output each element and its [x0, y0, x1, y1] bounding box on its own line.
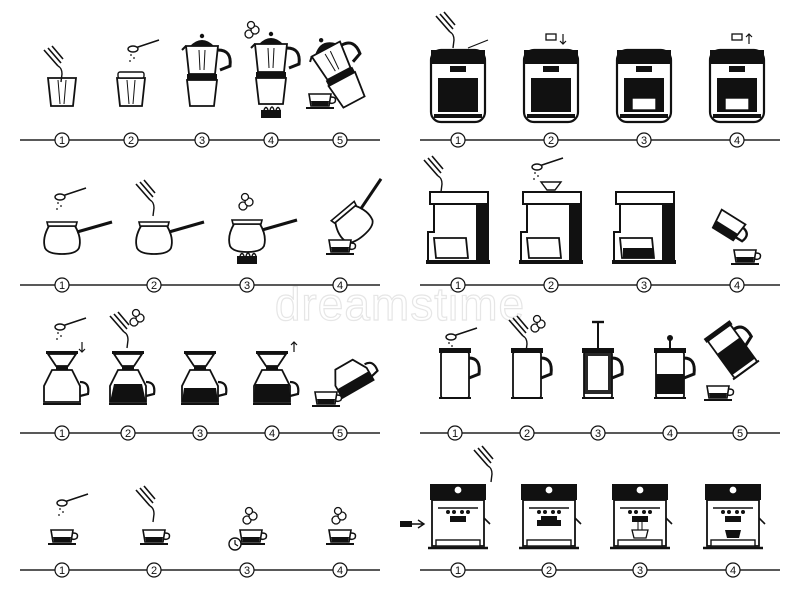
panel-capsule-machine: 1 2 3 4 — [420, 11, 780, 148]
step-number: 1 — [59, 428, 65, 440]
watermark: dreamstime — [275, 278, 525, 330]
step-number: 1 — [455, 565, 461, 577]
panel-moka-pot: 1 2 3 4 5 — [20, 20, 381, 148]
step-number: 1 — [59, 135, 65, 147]
add-coffee-to-filter-icon — [116, 39, 160, 107]
step-number: 5 — [337, 135, 343, 147]
step-number: 5 — [737, 428, 743, 440]
pour-water-into-cup-icon — [135, 485, 171, 545]
pour-press-into-cup-icon — [702, 313, 768, 401]
pour-moka-into-cup-icon — [300, 23, 381, 113]
step-markers: 1 2 3 4 5 — [54, 132, 348, 148]
insert-plunger-icon — [580, 320, 624, 400]
panel-french-press: 1 2 3 4 5 — [420, 313, 780, 441]
step-number: 4 — [337, 280, 343, 292]
step-number: 1 — [455, 280, 461, 292]
step-number: 1 — [452, 428, 458, 440]
step-number: 3 — [197, 428, 203, 440]
add-ground-coffee-icon — [518, 157, 584, 265]
step-number: 2 — [151, 565, 157, 577]
pour-cezve-into-cup-icon — [325, 177, 404, 255]
add-coffee-to-dripper-icon — [41, 317, 90, 406]
step-number: 2 — [524, 428, 530, 440]
assembled-moka-pot-icon — [180, 32, 232, 108]
step-markers: 1 2 3 4 — [450, 277, 745, 293]
pour-water-into-base-icon — [43, 45, 77, 107]
panel-pour-over: 1 2 3 4 5 — [20, 308, 380, 441]
moka-pot-on-stove-icon — [244, 20, 301, 119]
panel-drip-coffee-maker: 1 2 3 4 — [420, 155, 780, 293]
cezve-on-stove-icon — [227, 192, 299, 265]
pour-water-into-cezve-icon — [134, 179, 206, 256]
step-number: 3 — [641, 280, 647, 292]
fill-espresso-tank-icon — [400, 445, 494, 550]
step-number: 2 — [125, 428, 131, 440]
panel-turkish-cezve: 1 2 3 4 — [20, 177, 404, 293]
add-coffee-to-cezve-icon — [42, 187, 114, 256]
step-number: 4 — [667, 428, 673, 440]
fill-water-tank-icon — [429, 11, 489, 124]
step-number: 3 — [641, 135, 647, 147]
wait-timer-icon — [228, 506, 268, 551]
step-number: 4 — [268, 135, 274, 147]
step-markers: 1 2 3 4 5 — [447, 425, 748, 441]
step-number: 3 — [199, 135, 205, 147]
panel-instant-coffee: 1 2 3 4 — [20, 485, 380, 578]
step-number: 2 — [151, 280, 157, 292]
step-number: 2 — [548, 135, 554, 147]
add-coffee-to-press-icon — [437, 327, 481, 400]
step-markers: 1 2 3 4 — [54, 277, 348, 293]
step-number: 2 — [128, 135, 134, 147]
step-number: 4 — [337, 565, 343, 577]
press-plunger-icon — [652, 335, 696, 400]
step-number: 3 — [595, 428, 601, 440]
step-number: 2 — [548, 280, 554, 292]
add-instant-coffee-icon — [47, 493, 89, 545]
panel-espresso-machine: 1 2 3 4 — [400, 445, 780, 578]
step-number: 1 — [59, 565, 65, 577]
step-number: 4 — [730, 565, 736, 577]
drip-brewing-icon — [611, 191, 677, 265]
step-number: 3 — [244, 280, 250, 292]
step-number: 1 — [455, 135, 461, 147]
step-number: 4 — [734, 280, 740, 292]
extract-espresso-icon — [608, 482, 674, 550]
step-number: 3 — [244, 565, 250, 577]
step-markers: 1 2 3 4 — [54, 562, 348, 578]
pour-server-into-cup-icon — [311, 358, 379, 407]
step-markers: 1 2 3 4 — [450, 132, 745, 148]
fill-drip-reservoir-icon — [423, 155, 491, 265]
insert-capsule-icon — [522, 33, 580, 124]
step-markers: 1 2 3 4 — [450, 562, 741, 578]
drip-into-server-icon — [179, 349, 228, 406]
step-number: 4 — [734, 135, 740, 147]
step-number: 5 — [337, 428, 343, 440]
pour-hot-water-icon — [107, 308, 156, 406]
pour-carafe-into-cup-icon — [711, 208, 762, 265]
step-markers: 1 2 3 4 5 — [54, 425, 348, 441]
brew-capsule-icon — [615, 48, 673, 124]
espresso-cup-ready-icon — [701, 482, 767, 550]
step-number: 1 — [59, 280, 65, 292]
step-number: 4 — [269, 428, 275, 440]
pour-hot-water-icon — [508, 314, 553, 400]
step-number: 3 — [637, 565, 643, 577]
ready-cup-icon — [325, 506, 357, 545]
lock-portafilter-icon — [517, 482, 583, 550]
step-number: 2 — [546, 565, 552, 577]
eject-capsule-icon — [708, 33, 766, 124]
remove-dripper-icon — [251, 341, 300, 406]
